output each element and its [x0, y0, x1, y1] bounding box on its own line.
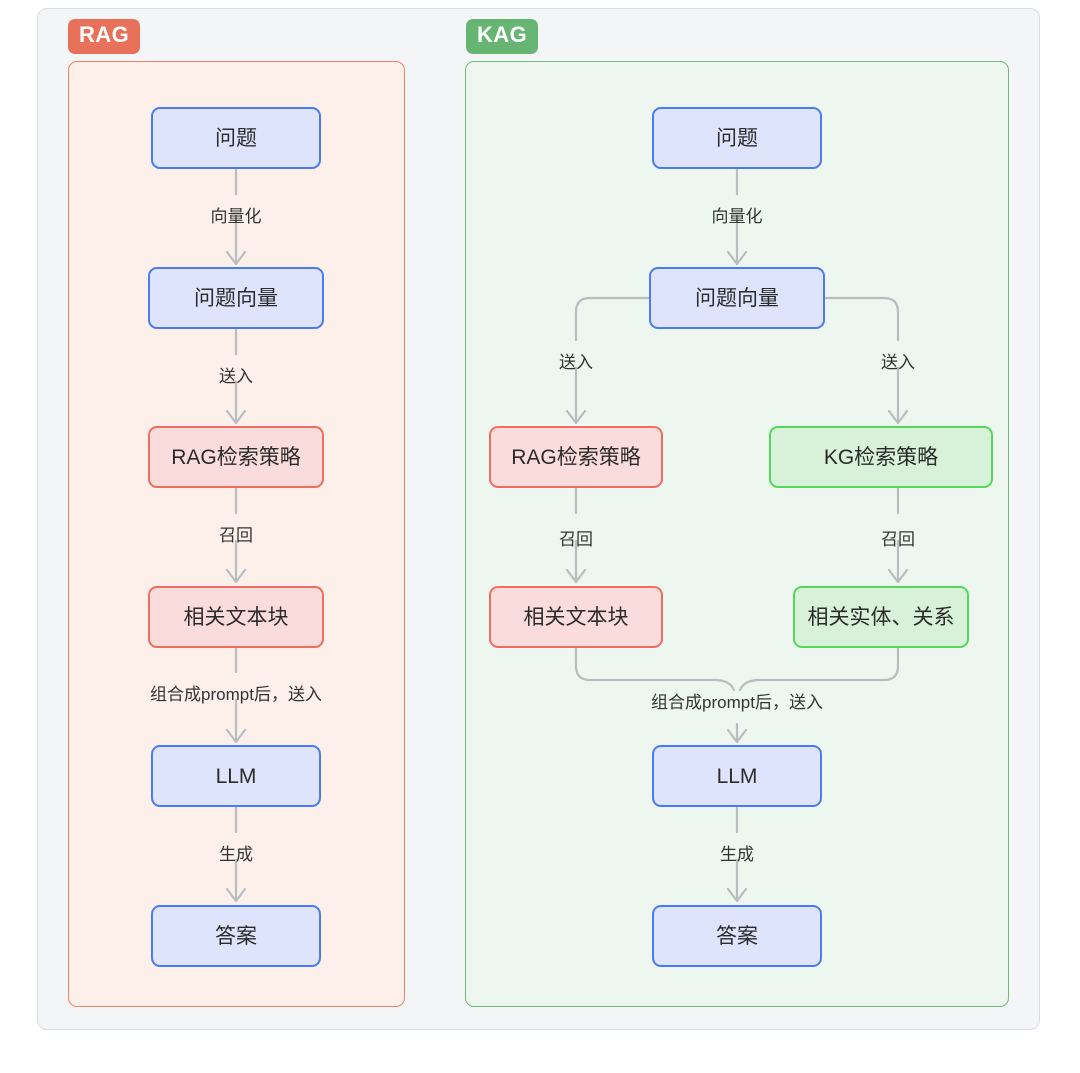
edge-label-kag-recall-right: 召回 — [881, 530, 915, 549]
edge-label-rag-generate: 生成 — [219, 845, 253, 864]
edge-label-kag-vectorize: 向量化 — [711, 207, 763, 226]
node-rag-llm[interactable]: LLM — [151, 745, 321, 807]
node-kag-question-vector[interactable]: 问题向量 — [649, 267, 825, 329]
node-kag-llm[interactable]: LLM — [652, 745, 822, 807]
node-rag-relevant-text-chunks[interactable]: 相关文本块 — [148, 586, 324, 648]
node-rag-question-vector[interactable]: 问题向量 — [148, 267, 324, 329]
node-kag-relevant-entities-relations[interactable]: 相关实体、关系 — [793, 586, 969, 648]
edge-label-rag-compose-prompt: 组合成prompt后，送入 — [150, 685, 322, 704]
node-rag-question[interactable]: 问题 — [151, 107, 321, 169]
node-rag-retrieval-strategy[interactable]: RAG检索策略 — [148, 426, 324, 488]
node-kag-kg-retrieval-strategy[interactable]: KG检索策略 — [769, 426, 993, 488]
rag-cluster-title: RAG — [68, 19, 141, 54]
edge-label-rag-feed-in: 送入 — [219, 367, 253, 386]
node-rag-answer[interactable]: 答案 — [151, 905, 321, 967]
node-kag-relevant-text-chunks[interactable]: 相关文本块 — [489, 586, 663, 648]
edge-label-kag-recall-left: 召回 — [559, 530, 593, 549]
node-kag-rag-retrieval-strategy[interactable]: RAG检索策略 — [489, 426, 663, 488]
rag-subgraph-panel — [68, 61, 405, 1007]
edge-label-kag-compose-prompt: 组合成prompt后，送入 — [651, 693, 823, 712]
kag-subgraph-panel — [465, 61, 1009, 1007]
edge-label-rag-vectorize: 向量化 — [210, 207, 262, 226]
edge-label-kag-generate: 生成 — [720, 845, 754, 864]
node-kag-answer[interactable]: 答案 — [652, 905, 822, 967]
node-kag-question[interactable]: 问题 — [652, 107, 822, 169]
edge-label-kag-feed-in-left: 送入 — [559, 353, 593, 372]
edge-label-kag-feed-in-right: 送入 — [881, 353, 915, 372]
kag-cluster-title: KAG — [466, 19, 539, 54]
edge-label-rag-recall: 召回 — [219, 526, 253, 545]
